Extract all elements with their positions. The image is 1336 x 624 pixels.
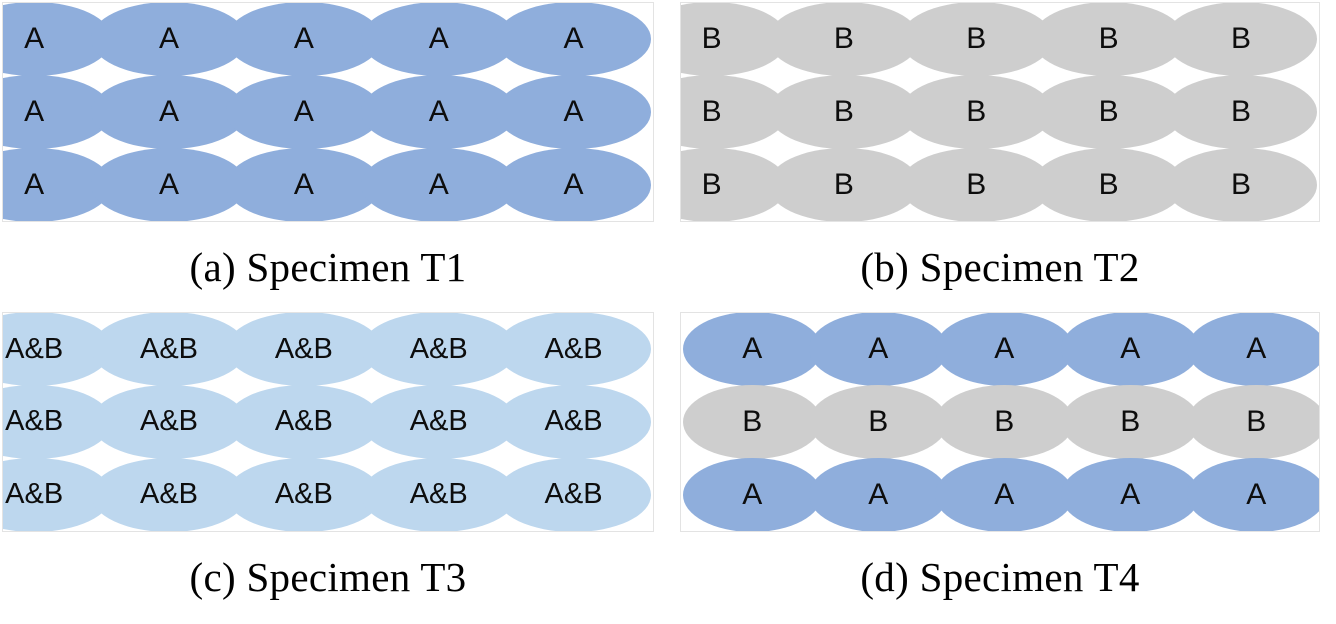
specimen-unit-b-r1c4: B (1032, 3, 1186, 77)
specimen-unit-a-r2c3: A (225, 74, 382, 150)
specimen-unit-d-r3c1: A (683, 457, 822, 531)
specimen-unit-a-r3c3: A (225, 147, 382, 221)
specimen-unit-b-r2c5: B (1164, 74, 1318, 150)
specimen-unit-c-r3c4: A&B (360, 457, 517, 531)
specimen-unit-c-r1c4: A&B (360, 313, 517, 387)
specimen-unit-b-r2c4: B (1032, 74, 1186, 150)
caption-specimen-t3: (c) Specimen T3 (189, 554, 467, 600)
specimen-unit-c-r2c4: A&B (360, 384, 517, 460)
specimen-unit-a-r2c5: A (495, 74, 652, 150)
specimen-unit-a-r3c2: A (91, 147, 247, 221)
specimen-unit-a-r1c3: A (225, 3, 382, 77)
specimen-unit-d-r1c1: A (683, 313, 822, 387)
specimen-unit-d-r3c2: A (809, 457, 948, 531)
specimen-unit-b-r1c5: B (1164, 3, 1318, 77)
specimen-unit-a-r2c2: A (91, 74, 247, 150)
specimen-unit-c-r2c5: A&B (495, 384, 652, 460)
specimen-unit-c-r3c2: A&B (91, 457, 247, 531)
specimen-unit-d-r3c3: A (935, 457, 1074, 531)
specimen-unit-c-r2c3: A&B (225, 384, 382, 460)
specimen-unit-d-r1c5: A (1187, 313, 1319, 387)
specimen-unit-c-r2c2: A&B (91, 384, 247, 460)
specimen-unit-d-r1c2: A (809, 313, 948, 387)
specimen-unit-c-r1c5: A&B (495, 313, 652, 387)
specimen-unit-d-r2c4: B (1061, 384, 1200, 460)
caption-specimen-t4: (d) Specimen T4 (860, 554, 1140, 600)
caption-specimen-t1: (a) Specimen T1 (189, 244, 467, 290)
specimen-unit-c-r1c3: A&B (225, 313, 382, 387)
specimen-unit-d-r2c1: B (683, 384, 822, 460)
specimen-unit-d-r1c3: A (935, 313, 1074, 387)
specimen-unit-c-r1c2: A&B (91, 313, 247, 387)
specimen-unit-b-r2c2: B (767, 74, 921, 150)
specimen-unit-b-r3c3: B (899, 147, 1053, 221)
specimen-unit-d-r2c3: B (935, 384, 1074, 460)
specimen-unit-d-r1c4: A (1061, 313, 1200, 387)
specimen-unit-a-r3c5: A (495, 147, 652, 221)
specimen-unit-c-r3c3: A&B (225, 457, 382, 531)
specimen-unit-a-r1c4: A (360, 3, 517, 77)
specimen-unit-a-r1c2: A (91, 3, 247, 77)
specimen-unit-a-r2c4: A (360, 74, 517, 150)
specimen-unit-d-r3c5: A (1187, 457, 1319, 531)
specimen-unit-b-r1c2: B (767, 3, 921, 77)
specimen-unit-a-r3c4: A (360, 147, 517, 221)
specimen-unit-d-r3c4: A (1061, 457, 1200, 531)
specimen-unit-b-r1c3: B (899, 3, 1053, 77)
specimen-unit-d-r2c2: B (809, 384, 948, 460)
specimen-unit-c-r3c5: A&B (495, 457, 652, 531)
specimen-unit-b-r3c4: B (1032, 147, 1186, 221)
caption-specimen-t2: (b) Specimen T2 (860, 244, 1140, 290)
specimen-unit-b-r3c2: B (767, 147, 921, 221)
specimen-unit-a-r1c5: A (495, 3, 652, 77)
specimen-unit-b-r2c3: B (899, 74, 1053, 150)
specimen-unit-d-r2c5: B (1187, 384, 1319, 460)
specimen-unit-b-r3c5: B (1164, 147, 1318, 221)
